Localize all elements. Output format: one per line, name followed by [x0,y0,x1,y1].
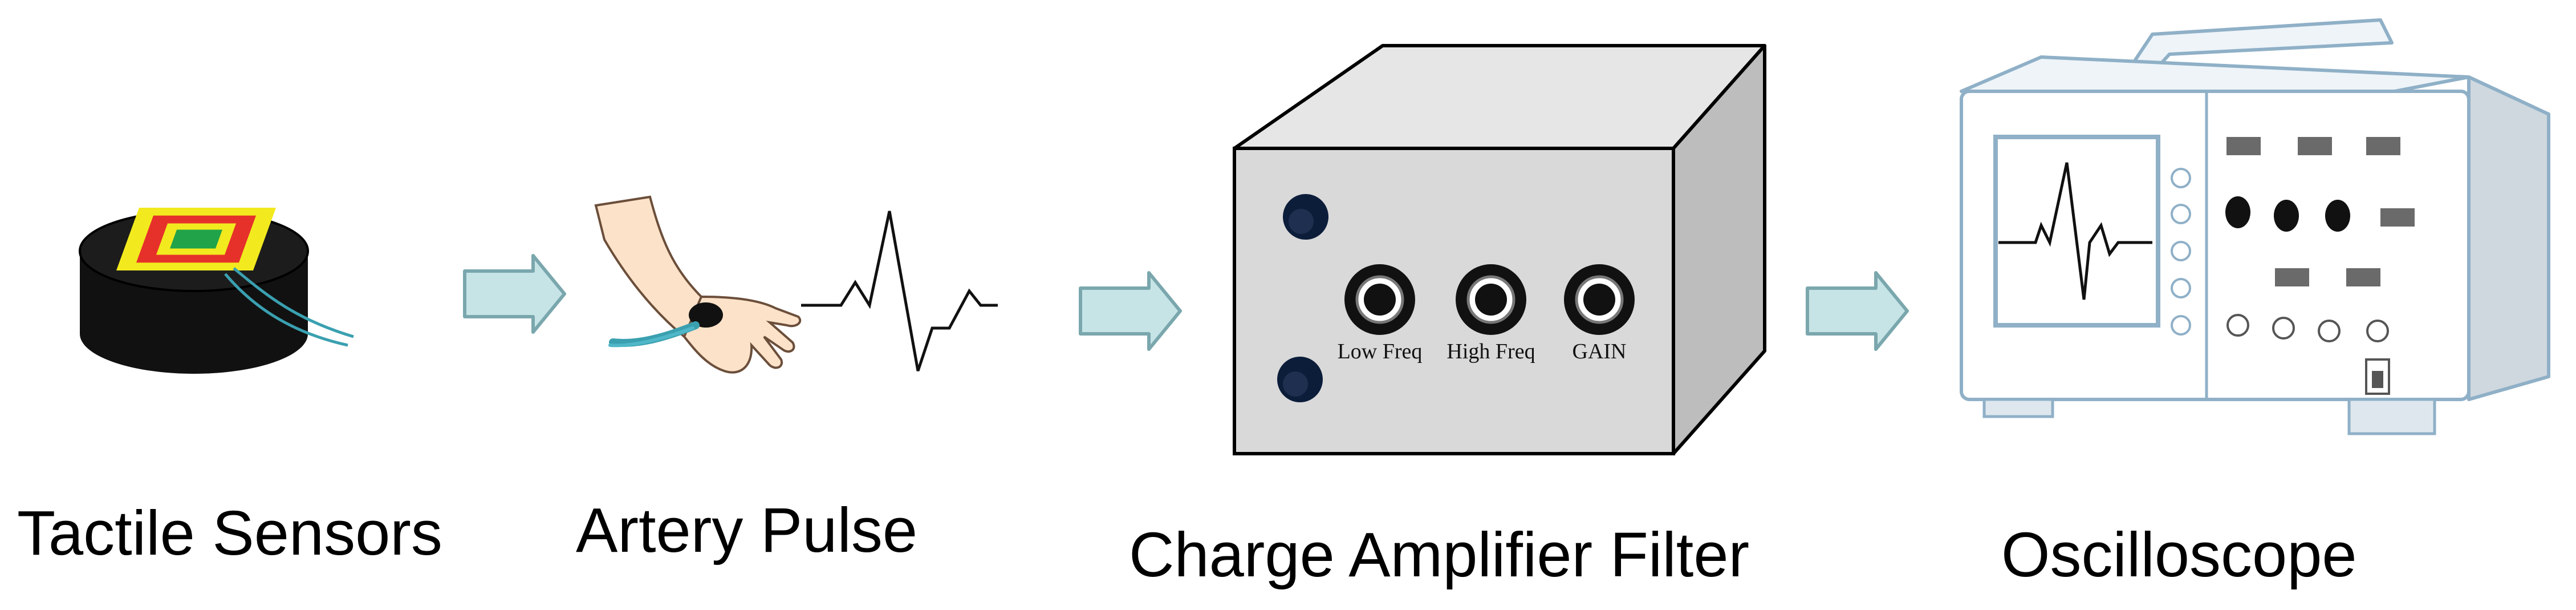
tactile-sensor-illustration [79,207,354,374]
flow-arrow-3 [1806,271,1909,351]
flow-arrow-2 [1079,271,1182,351]
label-artery-pulse: Artery Pulse [576,495,918,565]
low-freq-knob [1344,264,1415,335]
label-oscilloscope: Oscilloscope [2001,520,2357,590]
gain-label: GAIN [1573,340,1627,363]
high-freq-knob [1456,264,1526,335]
arm-illustration [594,195,802,374]
input-connector-bottom [1277,357,1323,402]
low-freq-label: Low Freq [1338,340,1423,363]
charge-amplifier-box: Low Freq High Freq GAIN [1233,44,1766,455]
input-connector-top [1283,194,1328,240]
gain-knob [1564,264,1635,335]
label-tactile-sensors: Tactile Sensors [17,498,442,568]
label-charge-amplifier-filter: Charge Amplifier Filter [1129,520,1750,590]
scope-trace [1998,162,2152,300]
flow-arrow-1 [463,254,566,334]
high-freq-label: High Freq [1447,340,1535,363]
oscilloscope-illustration [1960,18,2550,435]
pulse-waveform [801,211,998,371]
